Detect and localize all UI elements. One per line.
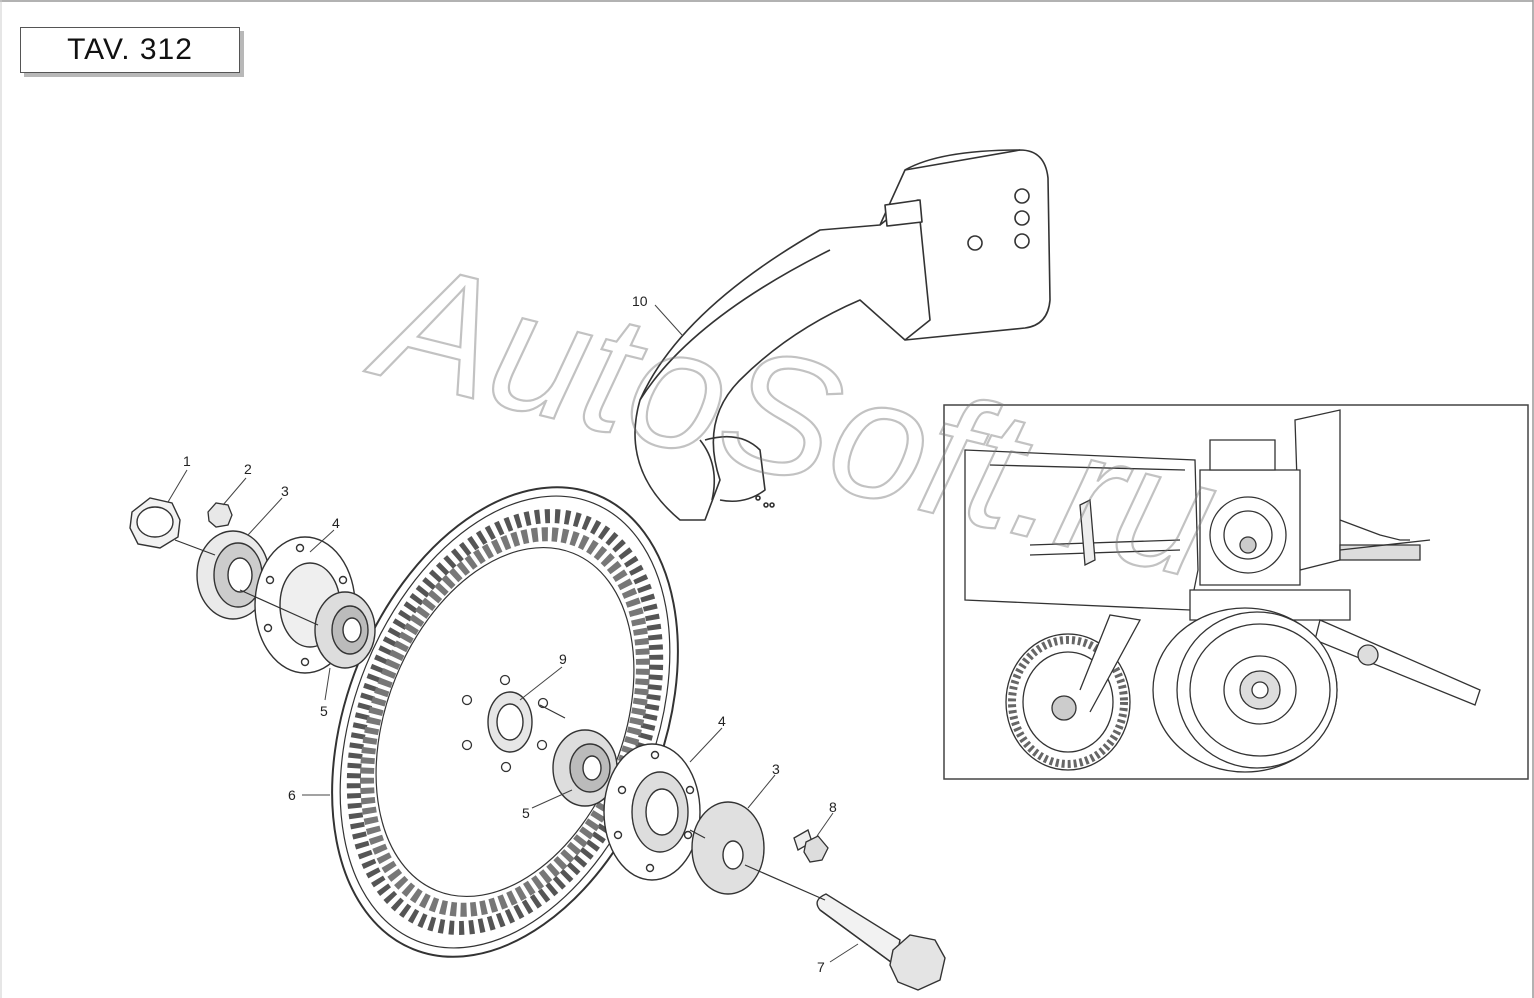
assembly-axis-lines: [174, 539, 826, 901]
callout-7: 7: [817, 959, 825, 975]
callout-5-right: 5: [522, 805, 530, 821]
part-3-washer-right: [691, 801, 765, 895]
part-4-flange-right: [603, 743, 701, 881]
callout-6: 6: [288, 787, 296, 803]
callout-leaders: [167, 304, 859, 963]
callout-9: 9: [559, 651, 567, 667]
callout-3-left: 3: [281, 483, 289, 499]
part-3-washer-left: [196, 530, 270, 620]
callout-3-right: 3: [772, 761, 780, 777]
callout-2: 2: [244, 461, 252, 477]
callout-10: 10: [632, 293, 648, 309]
part-2-small-nut: [207, 502, 233, 528]
arm-bracket: [634, 149, 1051, 521]
callout-4-right: 4: [718, 713, 726, 729]
callout-5-left: 5: [320, 703, 328, 719]
assembly-inset: [943, 404, 1529, 780]
callout-8: 8: [829, 799, 837, 815]
callout-labels: 1 2 3 4 5 6 9 5 4 3 8 7 10: [183, 293, 837, 975]
callout-4-left: 4: [332, 515, 340, 531]
part-1-nut: [129, 497, 181, 549]
hub-flange: [487, 691, 533, 753]
part-5-bearing-left: [314, 591, 376, 669]
callout-1: 1: [183, 453, 191, 469]
part-8-screw: [793, 829, 829, 863]
part-7-bolt: [816, 893, 946, 991]
page-title: TAV. 312: [20, 27, 240, 73]
